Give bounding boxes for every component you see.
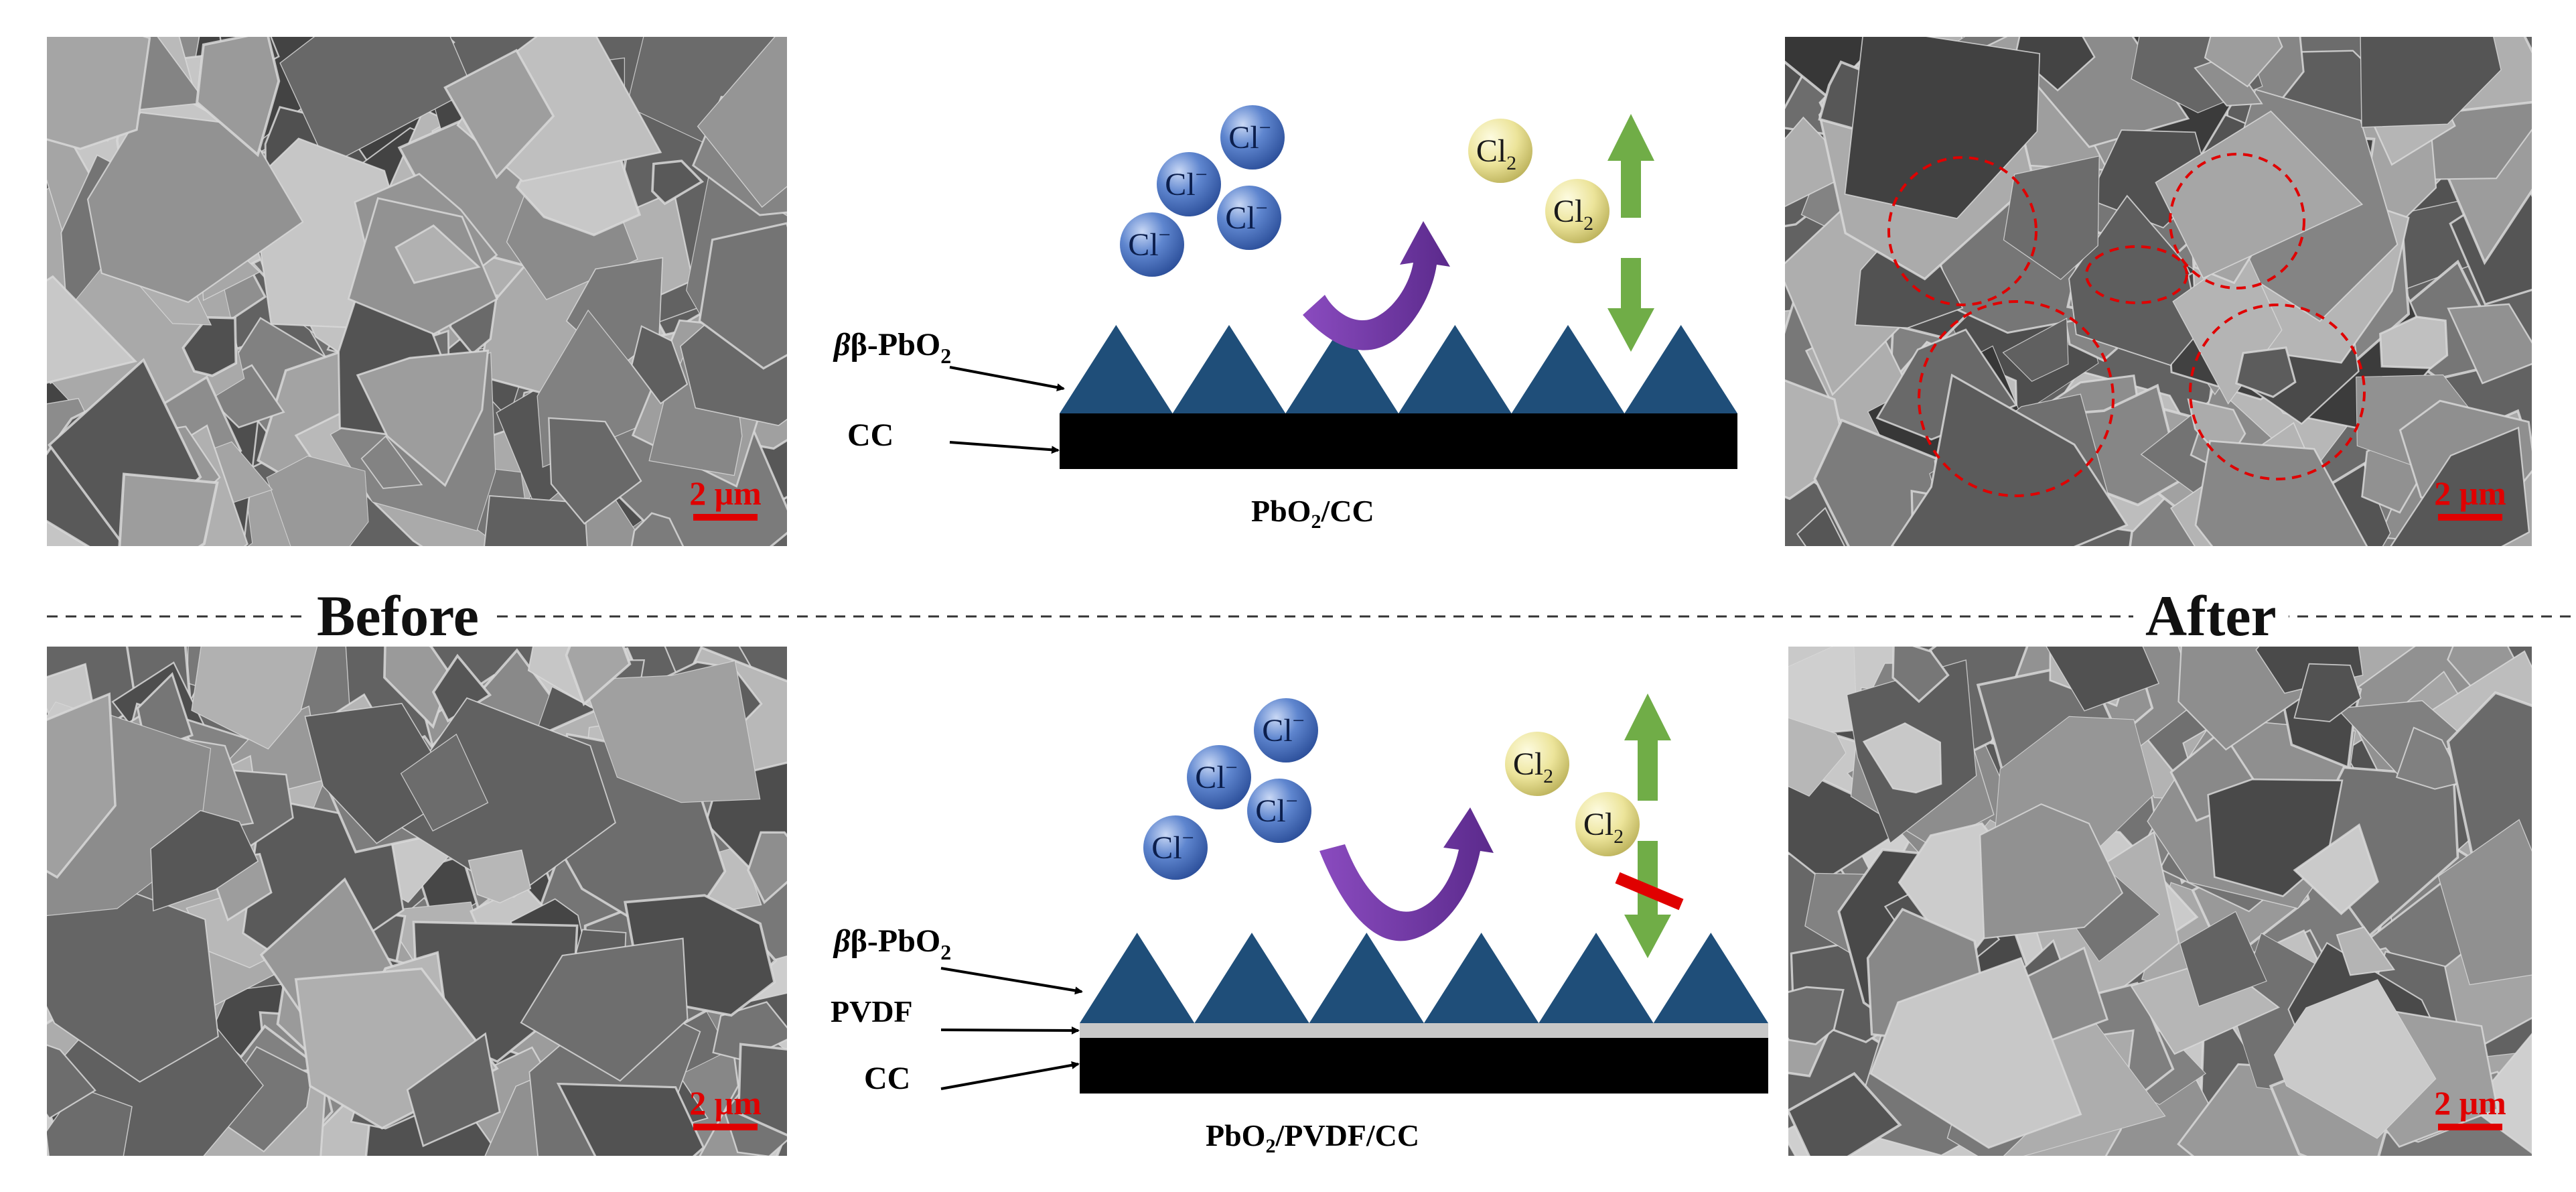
label-beta-pbo2: ββ-PbO2: [833, 923, 951, 964]
label-cc: CC: [864, 1061, 910, 1096]
damage-circle: [2085, 245, 2188, 304]
scale-bar-label: 2 μm: [689, 1084, 762, 1122]
pbo2-crystal-layer: [1060, 325, 1737, 413]
svg-text:Cl−: Cl−: [1195, 755, 1237, 795]
scale-bar-label: 2 μm: [2434, 474, 2506, 512]
label-text: β-PbO: [851, 327, 941, 362]
svg-text:Cl−: Cl−: [1262, 708, 1304, 748]
scale-bar: [2438, 514, 2502, 521]
pointer-arrow-cc: [949, 441, 1060, 454]
cc-substrate: [1080, 1038, 1768, 1094]
diffusion-arrow-down: [1607, 258, 1654, 352]
svg-text:Cl−: Cl−: [1225, 196, 1267, 236]
pbo2-crystal: [1080, 933, 1195, 1023]
sem-image-before-top: 2 μm: [47, 37, 787, 546]
divider-label-after: After: [2133, 587, 2289, 645]
pbo2-crystal: [1194, 933, 1309, 1023]
pbo2-crystal-layer: [1080, 933, 1768, 1023]
scale-bar-label: 2 μm: [689, 474, 762, 512]
damage-circle: [2189, 304, 2366, 480]
sem-image-after-top: 2 μm: [1785, 37, 2532, 546]
chloride-ion: Cl−: [1157, 152, 1221, 216]
svg-text:Cl2: Cl2: [1553, 194, 1593, 235]
pbo2-crystal: [1653, 933, 1768, 1023]
scale-bar: [693, 1124, 758, 1130]
caption-top: PbO2/CC: [1251, 494, 1374, 533]
scale-bar: [693, 514, 758, 521]
reaction-arrow: [1303, 221, 1450, 350]
damage-circle: [2169, 153, 2305, 289]
svg-text:Cl−: Cl−: [1151, 825, 1194, 866]
block-mark: [1615, 872, 1684, 911]
chloride-ion: Cl−: [1220, 105, 1285, 170]
svg-text:Cl2: Cl2: [1513, 746, 1553, 787]
pointer-arrow-pbo2: [940, 967, 1083, 995]
divider-label-before: Before: [305, 587, 491, 645]
sem-image-after-bottom: 2 μm: [1788, 647, 2532, 1156]
svg-text:Cl−: Cl−: [1228, 115, 1271, 155]
scale-bar: [2438, 1124, 2502, 1130]
svg-text:Cl−: Cl−: [1165, 162, 1207, 202]
damage-circles: [1887, 153, 2366, 497]
svg-text:Cl−: Cl−: [1255, 789, 1297, 829]
pointer-arrow-pvdf: [940, 1026, 1080, 1035]
diffusion-arrow-up: [1607, 114, 1654, 218]
pbo2-crystal: [1511, 325, 1625, 413]
label-beta-pbo2: ββ-PbO2: [833, 327, 951, 368]
damage-circle: [1887, 156, 2037, 306]
pbo2-crystal: [1539, 933, 1654, 1023]
pbo2-crystal: [1424, 933, 1539, 1023]
label-pvdf: PVDF: [831, 994, 913, 1029]
chlorine-molecule: Cl2: [1575, 792, 1640, 856]
pbo2-crystal: [1309, 933, 1424, 1023]
cc-substrate: [1060, 413, 1737, 469]
chlorine-molecule: Cl2: [1468, 119, 1532, 183]
pbo2-crystal: [1399, 325, 1512, 413]
chloride-ion: Cl−: [1217, 186, 1281, 250]
pbo2-crystal: [1285, 325, 1399, 413]
chloride-ion: Cl−: [1247, 779, 1311, 843]
scale-bar-label: 2 μm: [2434, 1084, 2506, 1122]
label-cc: CC: [847, 417, 893, 453]
chlorine-molecule: Cl2: [1545, 179, 1609, 243]
chloride-ion: Cl−: [1143, 815, 1208, 880]
diffusion-arrow-up: [1624, 693, 1671, 801]
chloride-ion: Cl−: [1120, 212, 1184, 277]
sem-image-before-bottom: 2 μm: [47, 647, 787, 1156]
reaction-arrow: [1319, 807, 1494, 941]
label-sub: 2: [940, 344, 951, 368]
pbo2-crystal: [1624, 325, 1737, 413]
chloride-ion: Cl−: [1254, 698, 1318, 763]
pbo2-crystal: [1060, 325, 1173, 413]
chloride-ion: Cl−: [1187, 745, 1251, 809]
pbo2-crystal: [1172, 325, 1286, 413]
svg-text:Cl−: Cl−: [1128, 222, 1170, 263]
svg-text:Cl2: Cl2: [1476, 133, 1516, 174]
damage-circle: [1918, 300, 2115, 497]
pointer-arrow-pbo2: [949, 366, 1065, 392]
pvdf-layer: [1080, 1023, 1768, 1038]
pointer-arrow-cc: [940, 1061, 1080, 1090]
svg-text:Cl2: Cl2: [1583, 807, 1624, 848]
caption-bottom: PbO2/PVDF/CC: [1206, 1118, 1419, 1157]
chlorine-molecule: Cl2: [1505, 732, 1569, 796]
diffusion-arrow-down: [1624, 841, 1671, 958]
